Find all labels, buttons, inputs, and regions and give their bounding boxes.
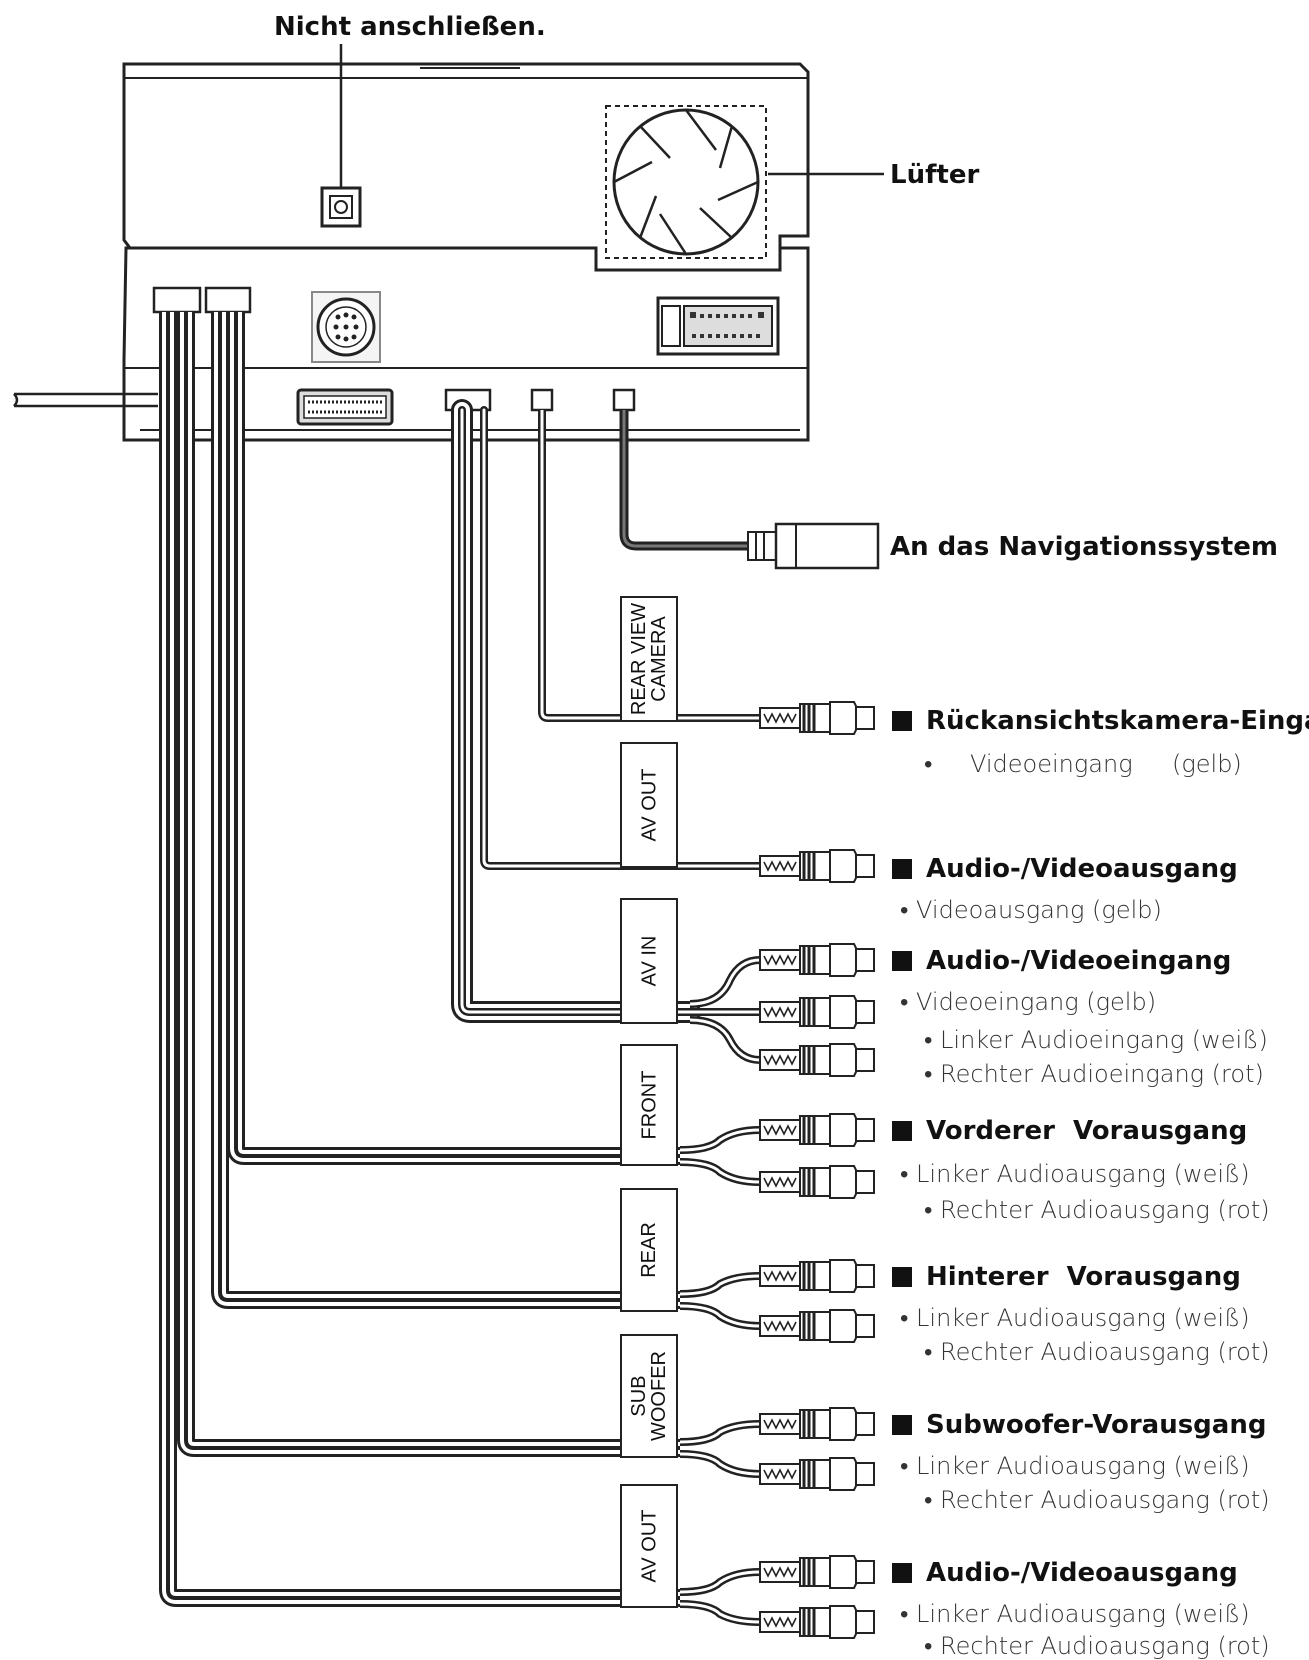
label-fan: Lüfter (890, 160, 980, 190)
harness-socket-left (152, 286, 202, 314)
square-bullet-icon (892, 711, 912, 731)
cable-socket-camera (530, 388, 554, 412)
plug-label-front: FRONT (620, 1044, 678, 1166)
group-title-av-out-1: Audio-/Videoausgang (892, 856, 1238, 882)
plug-label-av-in: AV IN (620, 898, 678, 1024)
round-din-connector (311, 291, 381, 363)
group-item-rear-camera-color: (gelb) (1172, 750, 1242, 778)
square-bullet-icon (892, 1267, 912, 1287)
navigation-cable (619, 410, 880, 570)
group-title-rear-camera: Rückansichtskamera-Eingang (892, 708, 1309, 734)
group-title-subwoofer: Subwoofer-Vorausgang (892, 1412, 1266, 1438)
group-item-av-out-1-video: • Videoausgang (gelb) (900, 896, 1162, 924)
group-title-rear: Hinterer Vorausgang (892, 1264, 1241, 1290)
plug-label-av-out-2: AV OUT (620, 1484, 678, 1608)
group-title-front: Vorderer Vorausgang (892, 1118, 1247, 1144)
group-title-av-in: Audio-/Videoeingang (892, 948, 1231, 974)
square-bullet-icon (892, 1415, 912, 1435)
group-item-subwoofer-right: • Rechter Audioausgang (rot) (924, 1486, 1270, 1514)
group-item-rear-camera-video: Videoeingang (970, 750, 1133, 778)
group-item-rear-right: • Rechter Audioausgang (rot) (924, 1338, 1270, 1366)
label-navigation: An das Navigationssystem (890, 532, 1278, 562)
label-do-not-connect: Nicht anschließen. (274, 12, 546, 42)
group-item-subwoofer-left: • Linker Audioausgang (weiß) (900, 1452, 1250, 1480)
cable-socket-navigation (612, 388, 636, 412)
pair-fanouts (679, 1126, 761, 1626)
wide-connector (296, 388, 394, 426)
group-item-av-out-2-left: • Linker Audioausgang (weiß) (900, 1600, 1250, 1628)
plug-label-av-out-1: AV OUT (620, 742, 678, 868)
cut-cable (13, 392, 158, 408)
av-cables (451, 399, 764, 1023)
unused-connector-port (320, 44, 362, 228)
group-item-av-in-video: • Videoeingang (gelb) (900, 988, 1157, 1016)
fan (605, 105, 884, 259)
square-bullet-icon (892, 951, 912, 971)
multi-pin-connector (656, 296, 780, 356)
group-item-front-right: • Rechter Audioausgang (rot) (924, 1196, 1270, 1224)
rear-camera-cable (538, 410, 876, 736)
head-unit (122, 62, 810, 442)
harness-socket-right (204, 286, 252, 314)
square-bullet-icon (892, 1563, 912, 1583)
plug-label-rear-view-camera: REAR VIEW CAMERA (620, 596, 678, 722)
group-item-av-out-2-right: • Rechter Audioausgang (rot) (924, 1632, 1270, 1660)
square-bullet-icon (892, 859, 912, 879)
av-in-fanout (689, 956, 761, 1064)
group-item-front-left: • Linker Audioausgang (weiß) (900, 1160, 1250, 1188)
group-item-rear-camera-bullet: • (924, 750, 933, 778)
plug-label-rear: REAR (620, 1188, 678, 1312)
harness-cables (159, 312, 680, 1607)
group-item-av-in-right: • Rechter Audioeingang (rot) (924, 1060, 1264, 1088)
square-bullet-icon (892, 1121, 912, 1141)
plug-label-sub-woofer: SUB WOOFER (620, 1334, 678, 1458)
group-item-rear-left: • Linker Audioausgang (weiß) (900, 1304, 1250, 1332)
group-item-av-in-left: • Linker Audioeingang (weiß) (924, 1026, 1268, 1054)
group-title-av-out-2: Audio-/Videoausgang (892, 1560, 1238, 1586)
